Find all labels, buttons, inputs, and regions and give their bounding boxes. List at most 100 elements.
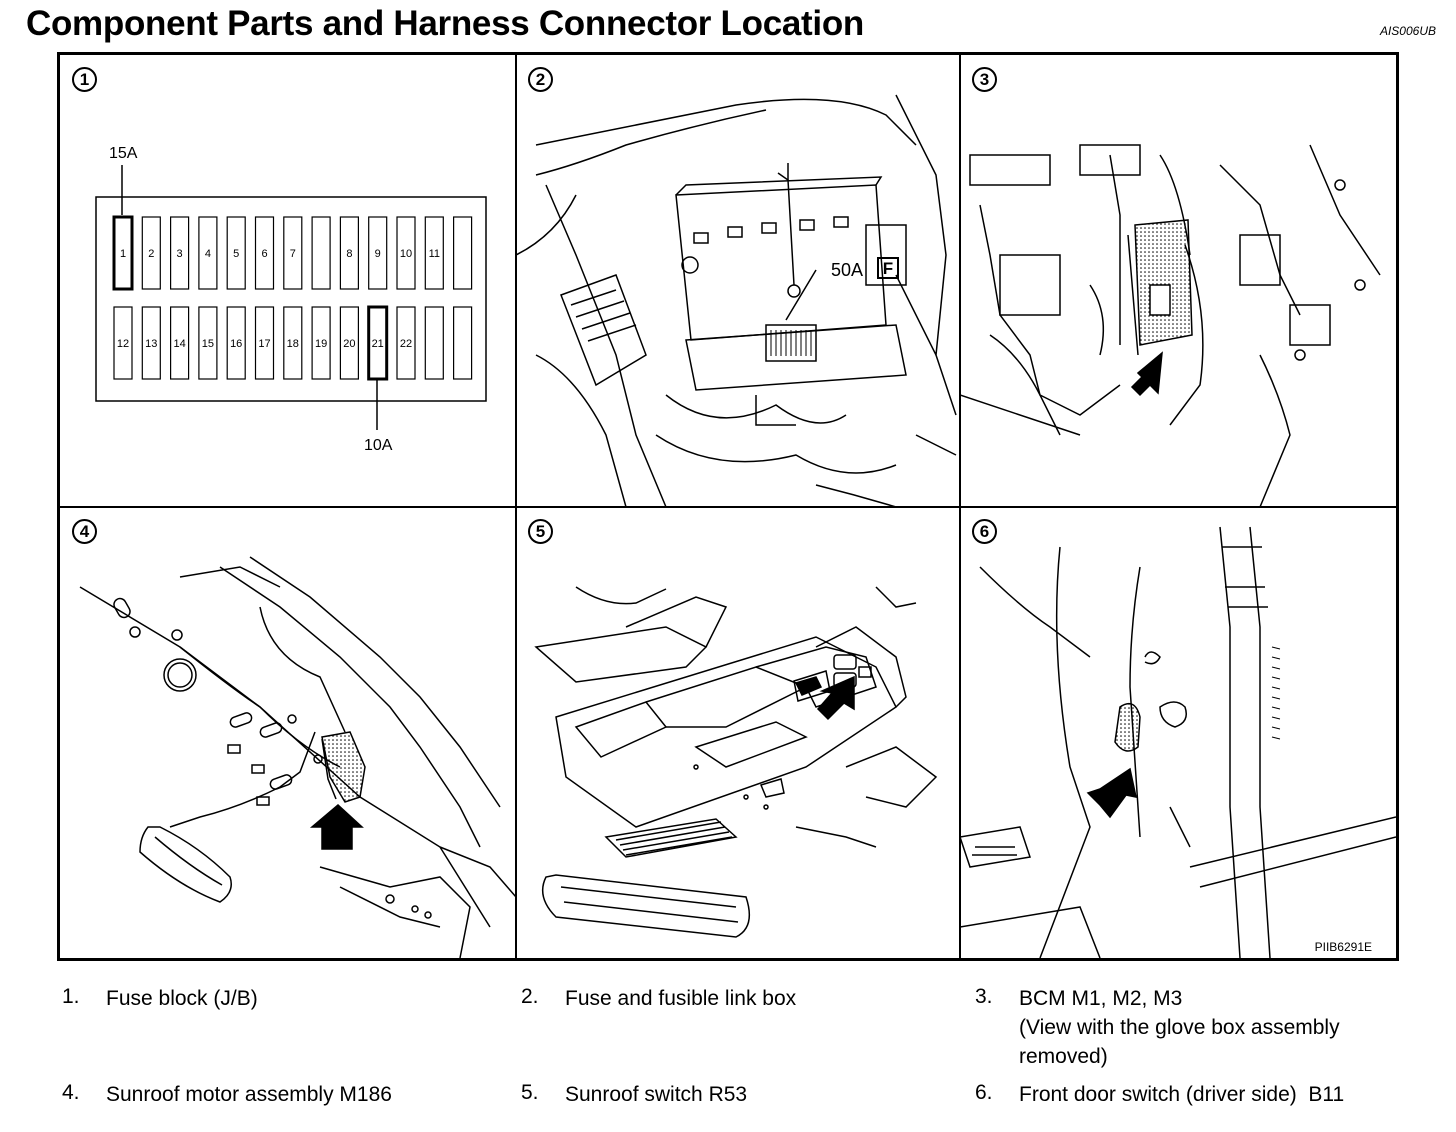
legend-text: Fuse block (J/B) <box>106 987 258 1010</box>
legend-number: 2. <box>521 985 539 1008</box>
legend-item-1: 1. Fuse block (J/B) <box>62 985 482 1025</box>
fuse-slot <box>141 306 161 380</box>
fuse-number-label: 16 <box>230 338 242 350</box>
sunroof-switch-drawing <box>534 586 938 938</box>
fuse-slot <box>226 306 246 380</box>
fuse-number-label: 21 <box>372 338 384 350</box>
page-title: Component Parts and Harness Connector Lo… <box>26 4 864 43</box>
legend-text: Front door switch (driver side) B11 <box>1019 1083 1345 1106</box>
panel-sunroof-switch: 5 <box>516 507 960 958</box>
panel-bcm: 3 <box>960 55 1396 507</box>
fusible-link-icon <box>770 330 812 356</box>
legend-number: 1. <box>62 985 80 1008</box>
front-door-drawing <box>960 526 1396 958</box>
fuse-number-label: 11 <box>429 248 440 260</box>
fuse-slot <box>424 216 444 290</box>
panel-sunroof-motor: 4 <box>60 507 516 958</box>
location-arrow-icon <box>1086 767 1137 819</box>
legend-number: 6. <box>975 1081 993 1104</box>
fuse-slot <box>254 216 275 290</box>
fuse-slot <box>311 216 331 290</box>
location-arrow-icon <box>309 804 364 850</box>
fuse-number-label: 17 <box>258 338 270 350</box>
fuse-slot <box>141 216 161 290</box>
legend-text-line3: removed) <box>1019 1045 1108 1068</box>
fuse-slot <box>169 306 190 380</box>
fuse-slot <box>311 306 331 380</box>
fuse-number-label: 15 <box>202 338 214 350</box>
battery-caps-icon <box>693 216 849 244</box>
fuse-number-label: 22 <box>400 338 412 350</box>
fuse-number-label: 1 <box>120 248 126 260</box>
legend-item-4: 4. Sunroof motor assembly M186 <box>62 1081 502 1121</box>
legend-number: 3. <box>975 985 993 1008</box>
legend-item-3: 3. BCM M1, M2, M3 (View with the glove b… <box>975 985 1435 1075</box>
fuse-slot <box>368 216 388 290</box>
panel-number: 4 <box>72 519 97 544</box>
legend-item-2: 2. Fuse and fusible link box <box>521 985 941 1025</box>
amp-50a-label: 50A <box>831 260 864 280</box>
fuse-number-label: 13 <box>145 338 157 350</box>
fuse-number-label: 7 <box>290 248 296 260</box>
legend-text: BCM M1, M2, M3 <box>1019 987 1183 1010</box>
fuse-number-label: 14 <box>173 338 185 350</box>
legend-text-line2: (View with the glove box assembly <box>1019 1016 1340 1039</box>
panel-number: 6 <box>972 519 997 544</box>
fuse-number-label: 2 <box>148 248 154 260</box>
legend-number: 4. <box>62 1081 80 1104</box>
bcm-drawing <box>960 144 1381 507</box>
sunroof-motor-drawing <box>79 556 516 958</box>
figure-code: PIIB6291E <box>1314 940 1372 954</box>
fuse-slot <box>453 216 473 290</box>
legend-text: Sunroof switch R53 <box>565 1083 748 1106</box>
letter-f-badge: F <box>877 257 899 279</box>
fuse-slot <box>339 306 359 380</box>
location-arrow-icon <box>1130 351 1163 397</box>
fuse-slot <box>424 306 444 380</box>
fuse-slot <box>339 216 359 290</box>
fuse-number-label: 8 <box>346 248 352 260</box>
panel-number: 1 <box>72 67 97 92</box>
grid-dividers <box>60 55 1396 958</box>
fuse-number-label: 19 <box>315 338 327 350</box>
fuse-number-label: 3 <box>177 248 183 260</box>
legend-item-6: 6. Front door switch (driver side) B11 <box>975 1081 1435 1121</box>
legend-number: 5. <box>521 1081 539 1104</box>
fuse-number-label: 6 <box>261 248 267 260</box>
panel-number: 2 <box>528 67 553 92</box>
fuse-slot <box>112 215 134 291</box>
panel-front-door-switch: 6 <box>960 507 1396 958</box>
legend-item-5: 5. Sunroof switch R53 <box>521 1081 941 1121</box>
fuse-slot <box>283 306 303 380</box>
panel-number: 5 <box>528 519 553 544</box>
panel-fusible-link-box: 2 <box>516 55 960 507</box>
engine-bay-drawing <box>516 94 957 507</box>
fuse-15a-label: 15A <box>109 145 138 162</box>
fuse-slot <box>453 306 473 380</box>
fuse-number-label: 12 <box>117 338 129 350</box>
fuse-slot <box>169 216 190 290</box>
fuse-number-label: 10 <box>400 248 412 260</box>
fuse-slot <box>396 306 416 380</box>
fuse-number-label: 9 <box>375 248 381 260</box>
fuse-10a-label: 10A <box>364 437 393 454</box>
fuse-number-label: 18 <box>287 338 299 350</box>
document-code: AIS006UB <box>1379 24 1436 38</box>
fuse-slot <box>198 216 218 290</box>
fuse-slot <box>254 306 275 380</box>
fuse-slot <box>283 216 303 290</box>
fuse-number-label: 20 <box>343 338 355 350</box>
fuse-number-label: 5 <box>233 248 239 260</box>
legend-text: Sunroof motor assembly M186 <box>106 1083 392 1106</box>
fuse-number-label: 4 <box>205 248 211 260</box>
location-arrow-icon <box>816 675 855 721</box>
fuse-slot <box>113 306 133 380</box>
fuse-slot <box>226 216 246 290</box>
fuse-slot <box>396 216 416 290</box>
panel-number: 3 <box>972 67 997 92</box>
legend-text: Fuse and fusible link box <box>565 987 797 1010</box>
fuse-slot <box>198 306 218 380</box>
